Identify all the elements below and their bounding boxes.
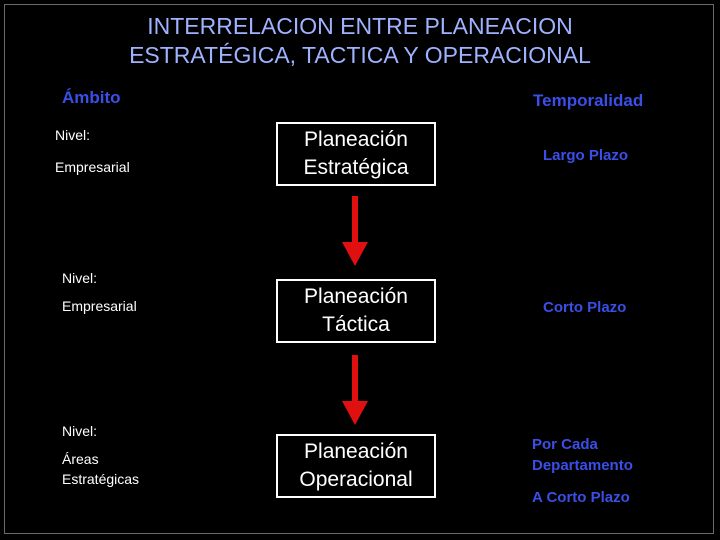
box-2-line-2: Táctica — [322, 313, 390, 336]
term-2: Corto Plazo — [543, 299, 627, 316]
slide-frame — [4, 4, 714, 534]
planeacion-tactica-box: Planeación Táctica — [276, 279, 436, 343]
box-3-line-1: Planeación — [304, 440, 408, 463]
planeacion-estrategica-box: Planeación Estratégica — [276, 122, 436, 186]
scope-2: Empresarial — [62, 298, 137, 314]
box-3-line-2: Operacional — [299, 468, 413, 491]
term-3-extra: A Corto Plazo — [532, 489, 630, 506]
title-line-2: ESTRATÉGICA, TACTICA Y OPERACIONAL — [129, 42, 591, 68]
scope-3-line-2: Estratégicas — [62, 471, 140, 487]
term-3-line-2: Departamento — [532, 457, 633, 474]
nivel-label-1: Nivel: — [55, 127, 91, 143]
header-temporalidad: Temporalidad — [533, 91, 644, 110]
scope-1: Empresarial — [55, 159, 130, 175]
box-2-line-1: Planeación — [304, 285, 408, 308]
box-1-line-2: Estratégica — [303, 156, 409, 179]
arrow-down-icon — [342, 196, 368, 266]
header-ambito: Ámbito — [62, 88, 121, 107]
slide-title: INTERRELACION ENTRE PLANEACION ESTRATÉGI… — [60, 12, 660, 70]
term-1: Largo Plazo — [543, 147, 629, 164]
nivel-label-2: Nivel: — [62, 270, 98, 286]
scope-3: Áreas Estratégicas — [62, 449, 139, 489]
arrow-down-icon — [342, 355, 368, 425]
term-3: Por Cada Departamento — [532, 434, 633, 476]
scope-3-line-1: Áreas — [62, 451, 99, 467]
box-1-line-1: Planeación — [304, 128, 408, 151]
planeacion-operacional-box: Planeación Operacional — [276, 434, 436, 498]
term-3-line-1: Por Cada — [532, 436, 598, 453]
title-line-1: INTERRELACION ENTRE PLANEACION — [147, 13, 573, 39]
nivel-label-3: Nivel: — [62, 423, 98, 439]
